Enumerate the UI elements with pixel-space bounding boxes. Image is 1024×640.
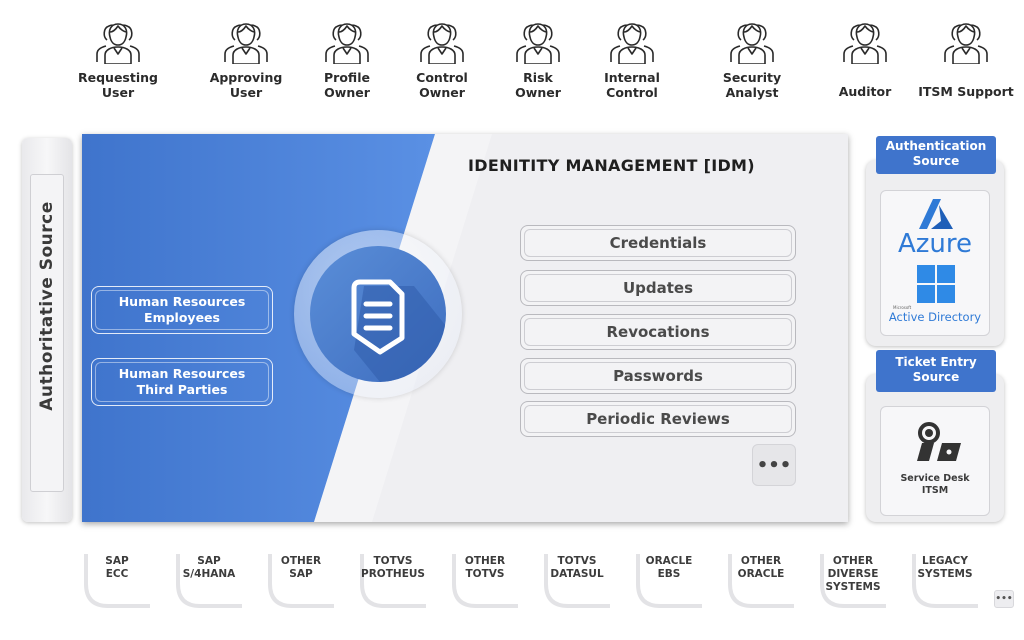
role-profile-owner: Profile Owner xyxy=(297,18,397,100)
system-other-oracle: OTHER ORACLE xyxy=(726,552,796,608)
role-itsm-support: ITSM Support xyxy=(914,18,1018,99)
role-label: Requesting User xyxy=(78,70,158,100)
authentication-source-panel: Azure Microsoft Active Directory xyxy=(866,160,1004,346)
system-totvs-protheus: TOTVS PROTHEUS xyxy=(358,552,428,608)
system-arc-icon xyxy=(360,554,426,608)
role-label: Security Analyst xyxy=(722,70,782,100)
role-label: Auditor xyxy=(838,84,892,99)
role-risk-owner: Risk Owner xyxy=(488,18,588,100)
system-arc-icon xyxy=(912,554,978,608)
windows-logo-icon xyxy=(917,265,955,303)
system-sap-s4hana: SAP S/4HANA xyxy=(174,552,244,608)
system-label: OTHER DIVERSE SYSTEMS xyxy=(825,555,881,593)
system-other-sap: OTHER SAP xyxy=(266,552,336,608)
system-oracle-ebs: ORACLE EBS xyxy=(634,552,704,608)
user-group-icon xyxy=(843,23,887,64)
system-label: OTHER TOTVS xyxy=(464,555,506,580)
corner-more-button[interactable]: ••• xyxy=(994,590,1014,608)
service-desk-icon xyxy=(917,422,961,461)
system-label: OTHER SAP xyxy=(280,555,322,580)
user-group-icon xyxy=(610,23,654,64)
microsoft-label: Microsoft xyxy=(893,305,912,310)
system-label: TOTVS PROTHEUS xyxy=(361,555,425,580)
user-group-icon xyxy=(96,23,140,64)
function-passwords: Passwords xyxy=(520,358,796,394)
ticket-source-panel: Service Desk ITSM xyxy=(866,374,1004,522)
system-label: ORACLE EBS xyxy=(645,555,693,580)
system-other-totvs: OTHER TOTVS xyxy=(450,552,520,608)
role-label: ITSM Support xyxy=(918,84,1014,99)
role-requesting-user: Requesting User xyxy=(68,18,168,100)
system-label: SAP S/4HANA xyxy=(182,555,236,580)
user-group-icon xyxy=(224,23,268,64)
user-group-icon xyxy=(944,23,988,64)
system-arc-icon xyxy=(84,554,150,608)
user-group-icon xyxy=(516,23,560,64)
system-label: LEGACY SYSTEMS xyxy=(917,555,973,580)
system-sap-ecc: SAP ECC xyxy=(82,552,152,608)
system-label: TOTVS DATASUL xyxy=(550,555,604,580)
role-approving-user: Approving User xyxy=(196,18,296,100)
system-arc-icon xyxy=(268,554,334,608)
role-label: Risk Owner xyxy=(515,70,561,100)
role-auditor: Auditor xyxy=(815,18,915,99)
active-directory-label: Active Directory xyxy=(888,310,982,324)
role-internal-control: Internal Control xyxy=(582,18,682,100)
service-desk-label: Service Desk ITSM xyxy=(900,473,970,496)
authentication-inner: Azure Microsoft Active Directory xyxy=(880,190,990,336)
document-check-icon xyxy=(351,279,446,382)
system-arc-icon xyxy=(728,554,794,608)
role-security-analyst: Security Analyst xyxy=(702,18,802,100)
hr-third-parties-box: Human Resources Third Parties xyxy=(91,358,273,406)
system-other-diverse: OTHER DIVERSE SYSTEMS xyxy=(818,552,888,608)
system-label: SAP ECC xyxy=(105,555,129,580)
document-check-circle xyxy=(310,246,446,382)
more-button[interactable]: ••• xyxy=(752,444,796,486)
user-group-icon xyxy=(420,23,464,64)
role-label: Profile Owner xyxy=(324,70,370,100)
function-credentials: Credentials xyxy=(520,225,796,261)
role-control-owner: Control Owner xyxy=(392,18,492,100)
authentication-source-header: Authentication Source xyxy=(876,136,996,174)
system-arc-icon xyxy=(544,554,610,608)
role-label: Control Owner xyxy=(416,70,468,100)
system-arc-icon xyxy=(820,554,886,608)
role-label: Internal Control xyxy=(604,70,660,100)
user-group-icon xyxy=(325,23,369,64)
user-group-icon xyxy=(730,23,774,64)
idm-panel: IDENITITY MANAGEMENT [IDM) Human Resourc… xyxy=(82,134,848,522)
hr-employees-box: Human Resources Employees xyxy=(91,286,273,334)
ticket-inner: Service Desk ITSM xyxy=(880,406,990,516)
azure-logo-icon xyxy=(919,199,953,229)
system-totvs-datasul: TOTVS DATASUL xyxy=(542,552,612,608)
idm-title: IDENITITY MANAGEMENT [IDM) xyxy=(468,156,755,175)
azure-label: Azure xyxy=(897,229,973,259)
function-periodic-reviews: Periodic Reviews xyxy=(520,401,796,437)
system-arc-icon xyxy=(452,554,518,608)
system-label: OTHER ORACLE xyxy=(737,555,785,580)
system-legacy: LEGACY SYSTEMS xyxy=(910,552,980,608)
authoritative-source-panel: Authoritative Source xyxy=(22,138,72,522)
system-arc-icon xyxy=(636,554,702,608)
role-label: Approving User xyxy=(209,70,283,100)
authoritative-source-label: Authoritative Source xyxy=(37,201,57,411)
function-updates: Updates xyxy=(520,270,796,306)
function-revocations: Revocations xyxy=(520,314,796,350)
authoritative-source-inner xyxy=(30,174,64,492)
system-arc-icon xyxy=(176,554,242,608)
ticket-source-header: Ticket Entry Source xyxy=(876,350,996,392)
